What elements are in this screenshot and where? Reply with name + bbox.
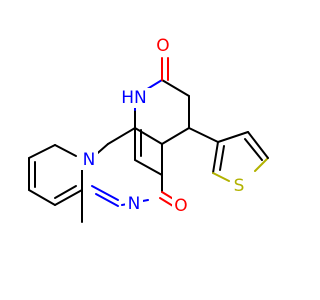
bond	[219, 145, 225, 171]
atom-o-lower: O	[174, 196, 187, 216]
carbonyl-bond	[159, 197, 174, 207]
bond	[95, 193, 119, 207]
bond	[254, 157, 269, 172]
molecule-drawing: O HN N N O S	[28, 36, 269, 223]
bond	[134, 127, 163, 145]
bond	[161, 127, 190, 145]
atom-n-lower: N	[128, 194, 141, 214]
bond	[28, 144, 56, 159]
atom-o-top: O	[156, 36, 169, 56]
bond	[107, 127, 136, 145]
atom-s: S	[234, 176, 245, 196]
bond	[244, 138, 263, 161]
atom-n-bridge: N	[83, 150, 96, 170]
bond	[188, 127, 219, 143]
atom-nh: HN	[121, 88, 147, 108]
bond	[54, 189, 83, 206]
bond	[54, 185, 77, 199]
bond	[212, 172, 230, 182]
lactam-ring	[134, 57, 190, 176]
bond	[217, 131, 249, 143]
bond	[161, 79, 190, 97]
structure-canvas: O HN N N O S	[28, 36, 269, 223]
bond	[134, 159, 163, 176]
thiophene-ring	[188, 127, 269, 182]
bond	[54, 144, 77, 157]
bond	[28, 189, 56, 206]
bond	[91, 185, 119, 201]
pyridine-ring	[28, 144, 83, 223]
bond	[212, 141, 219, 174]
bond	[247, 131, 269, 159]
atom-labels: O HN N N O S	[80, 36, 248, 216]
